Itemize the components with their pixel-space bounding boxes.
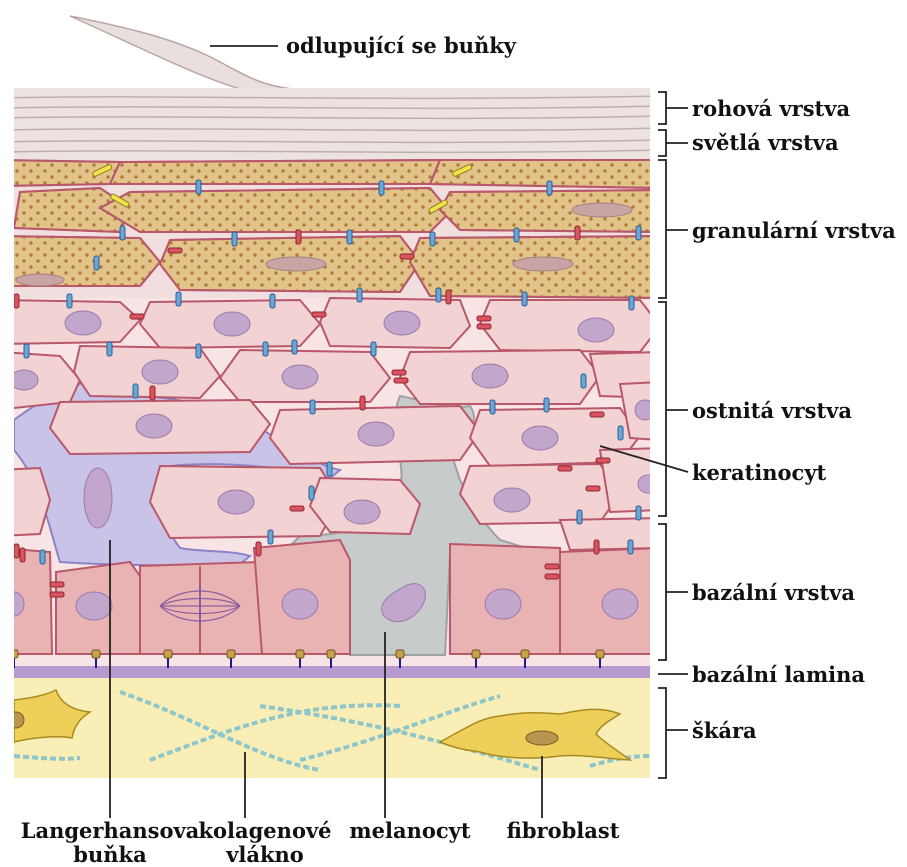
label-dermis: škára [692,718,757,743]
fibroblast-nucleus-left [8,712,24,728]
granular-cells [0,160,660,298]
label-fibroblast: fibroblast [507,818,620,843]
label-stratum-granulosum: granulární vrstva [692,218,896,243]
label-collagen-2: vlákno [225,842,304,867]
label-keratinocyte: keratinocyt [692,460,827,485]
label-stratum-corneum: rohová vrstva [692,96,850,121]
label-stratum-lucidum: světlá vrstva [692,130,839,155]
label-collagen-1: kolagenové [198,818,331,843]
label-langerhans-2: buňka [73,842,147,867]
label-stratum-basale: bazální vrstva [692,580,855,605]
label-stratum-spinosum: ostnitá vrstva [692,398,852,423]
label-langerhans-1: Langerhansova [21,818,200,843]
layer-brackets [658,92,688,778]
shedding-cell [70,16,300,92]
label-melanocyte: melanocyt [349,818,470,843]
label-basal-lamina: bazální lamina [692,662,865,687]
fibroblast-nucleus [526,731,558,745]
label-shedding-cells: odlupující se buňky [286,33,517,58]
stratum-corneum [0,88,660,160]
